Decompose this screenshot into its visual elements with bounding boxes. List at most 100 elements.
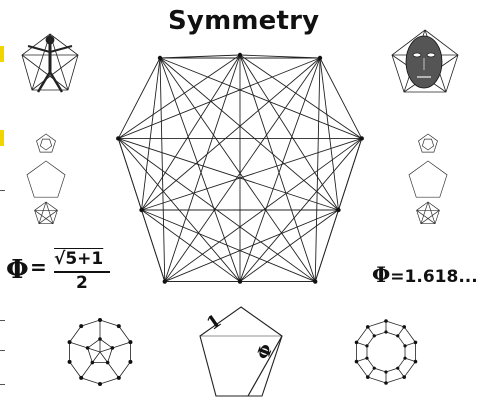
graph-edge xyxy=(319,57,339,211)
small-pentagon xyxy=(34,201,58,225)
graph-vertex xyxy=(354,340,359,345)
spoke xyxy=(92,351,101,363)
graph-edge xyxy=(159,57,316,282)
graph-edge xyxy=(141,54,241,211)
small-pentagon xyxy=(421,138,435,151)
equals-sign: = xyxy=(30,255,47,279)
spoke xyxy=(80,362,93,379)
small-pentagon xyxy=(408,160,448,198)
pentagram-line xyxy=(38,201,47,224)
bottom-left-polygon-graph xyxy=(67,318,133,386)
spoke xyxy=(404,342,416,347)
graph-edge xyxy=(314,209,339,282)
spoke xyxy=(87,347,101,353)
small-pentagon xyxy=(418,133,438,153)
graph-vertex xyxy=(313,279,318,284)
graph-vertex xyxy=(396,334,400,338)
graph-vertex xyxy=(85,346,90,350)
graph-edge xyxy=(159,57,241,282)
graph-vertex xyxy=(162,279,167,284)
spoke xyxy=(397,367,405,378)
graph-vertex xyxy=(384,381,388,385)
vitruvian-man-pentagon xyxy=(21,33,79,93)
graph-vertex xyxy=(116,375,121,380)
graph-edge xyxy=(239,209,339,282)
graph-vertex xyxy=(98,382,102,386)
spoke xyxy=(367,326,375,337)
fraction-bar xyxy=(54,271,110,273)
graph-vertex xyxy=(79,324,84,329)
graph-edge xyxy=(239,57,321,282)
graph-edge xyxy=(118,138,339,211)
graph-vertex xyxy=(403,344,407,348)
graph-vertex xyxy=(79,375,84,380)
graph-edge xyxy=(141,57,321,211)
spoke xyxy=(99,347,113,353)
graph-vertex xyxy=(413,340,418,345)
graph-vertex xyxy=(384,330,388,334)
graph-vertex xyxy=(128,359,133,364)
graph-edge xyxy=(117,138,142,211)
left-pentagon-sequence xyxy=(26,133,66,225)
graph-vertex xyxy=(365,325,370,329)
golden-ratio-value: Φ=1.618... xyxy=(372,262,478,287)
graph-edge xyxy=(141,209,241,282)
inner-pentagon xyxy=(87,338,113,363)
graph-edge xyxy=(118,138,316,282)
graph-edge xyxy=(239,54,362,139)
bottom-right-polygon-ring xyxy=(354,319,418,385)
graph-edge xyxy=(239,54,339,211)
graph-edge xyxy=(141,57,161,211)
graph-edge xyxy=(239,54,316,282)
graph-vertex xyxy=(98,337,102,341)
pentagram-line xyxy=(416,210,436,224)
right-pentagon-sequence xyxy=(408,133,448,225)
graph-vertex xyxy=(336,207,341,213)
graph-vertex xyxy=(139,207,144,213)
pentagram-line xyxy=(420,210,440,224)
graph-vertex xyxy=(413,359,418,364)
graph-vertex xyxy=(237,279,243,284)
formula-numerator: √5+1 xyxy=(54,249,104,269)
spoke xyxy=(367,367,375,378)
spoke xyxy=(99,351,108,363)
left-edge-tick xyxy=(0,320,5,321)
pentagram-line xyxy=(31,54,79,91)
inner-decagon xyxy=(366,331,406,373)
graph-vertex xyxy=(157,55,163,61)
graph-vertex xyxy=(403,356,407,360)
face-pentagon xyxy=(391,29,459,93)
graph-edge xyxy=(239,54,321,59)
pentagonal-complete-graph xyxy=(116,52,364,284)
small-pentagon xyxy=(26,160,66,198)
graph-edge xyxy=(117,138,241,282)
small-pentagon xyxy=(416,201,440,225)
graph-vertex xyxy=(116,136,121,141)
spoke xyxy=(397,326,405,337)
graph-vertex xyxy=(372,334,376,338)
graph-edge xyxy=(164,57,321,282)
graph-edge xyxy=(118,54,241,139)
graph-edge xyxy=(159,54,241,59)
graph-edge xyxy=(118,57,321,139)
spoke xyxy=(69,341,88,349)
golden-pentagon xyxy=(199,306,283,397)
graph-vertex xyxy=(128,340,133,345)
phi-symbol: Φ xyxy=(372,262,391,287)
pentagram-line xyxy=(21,54,69,91)
spoke xyxy=(112,341,131,349)
graph-edge xyxy=(314,57,321,282)
graph-vertex xyxy=(372,366,376,370)
graph-vertex xyxy=(105,360,110,365)
left-edge-tick xyxy=(0,190,5,191)
golden-ratio-number: =1.618... xyxy=(390,267,478,287)
left-edge-highlight-bottom xyxy=(0,130,4,146)
graph-vertex xyxy=(317,55,323,61)
graph-edge xyxy=(141,209,316,282)
graph-vertex xyxy=(116,324,121,329)
graph-edge xyxy=(159,57,362,139)
graph-vertex xyxy=(384,370,388,374)
pentagram-line xyxy=(38,210,58,224)
graph-vertex xyxy=(67,359,72,364)
